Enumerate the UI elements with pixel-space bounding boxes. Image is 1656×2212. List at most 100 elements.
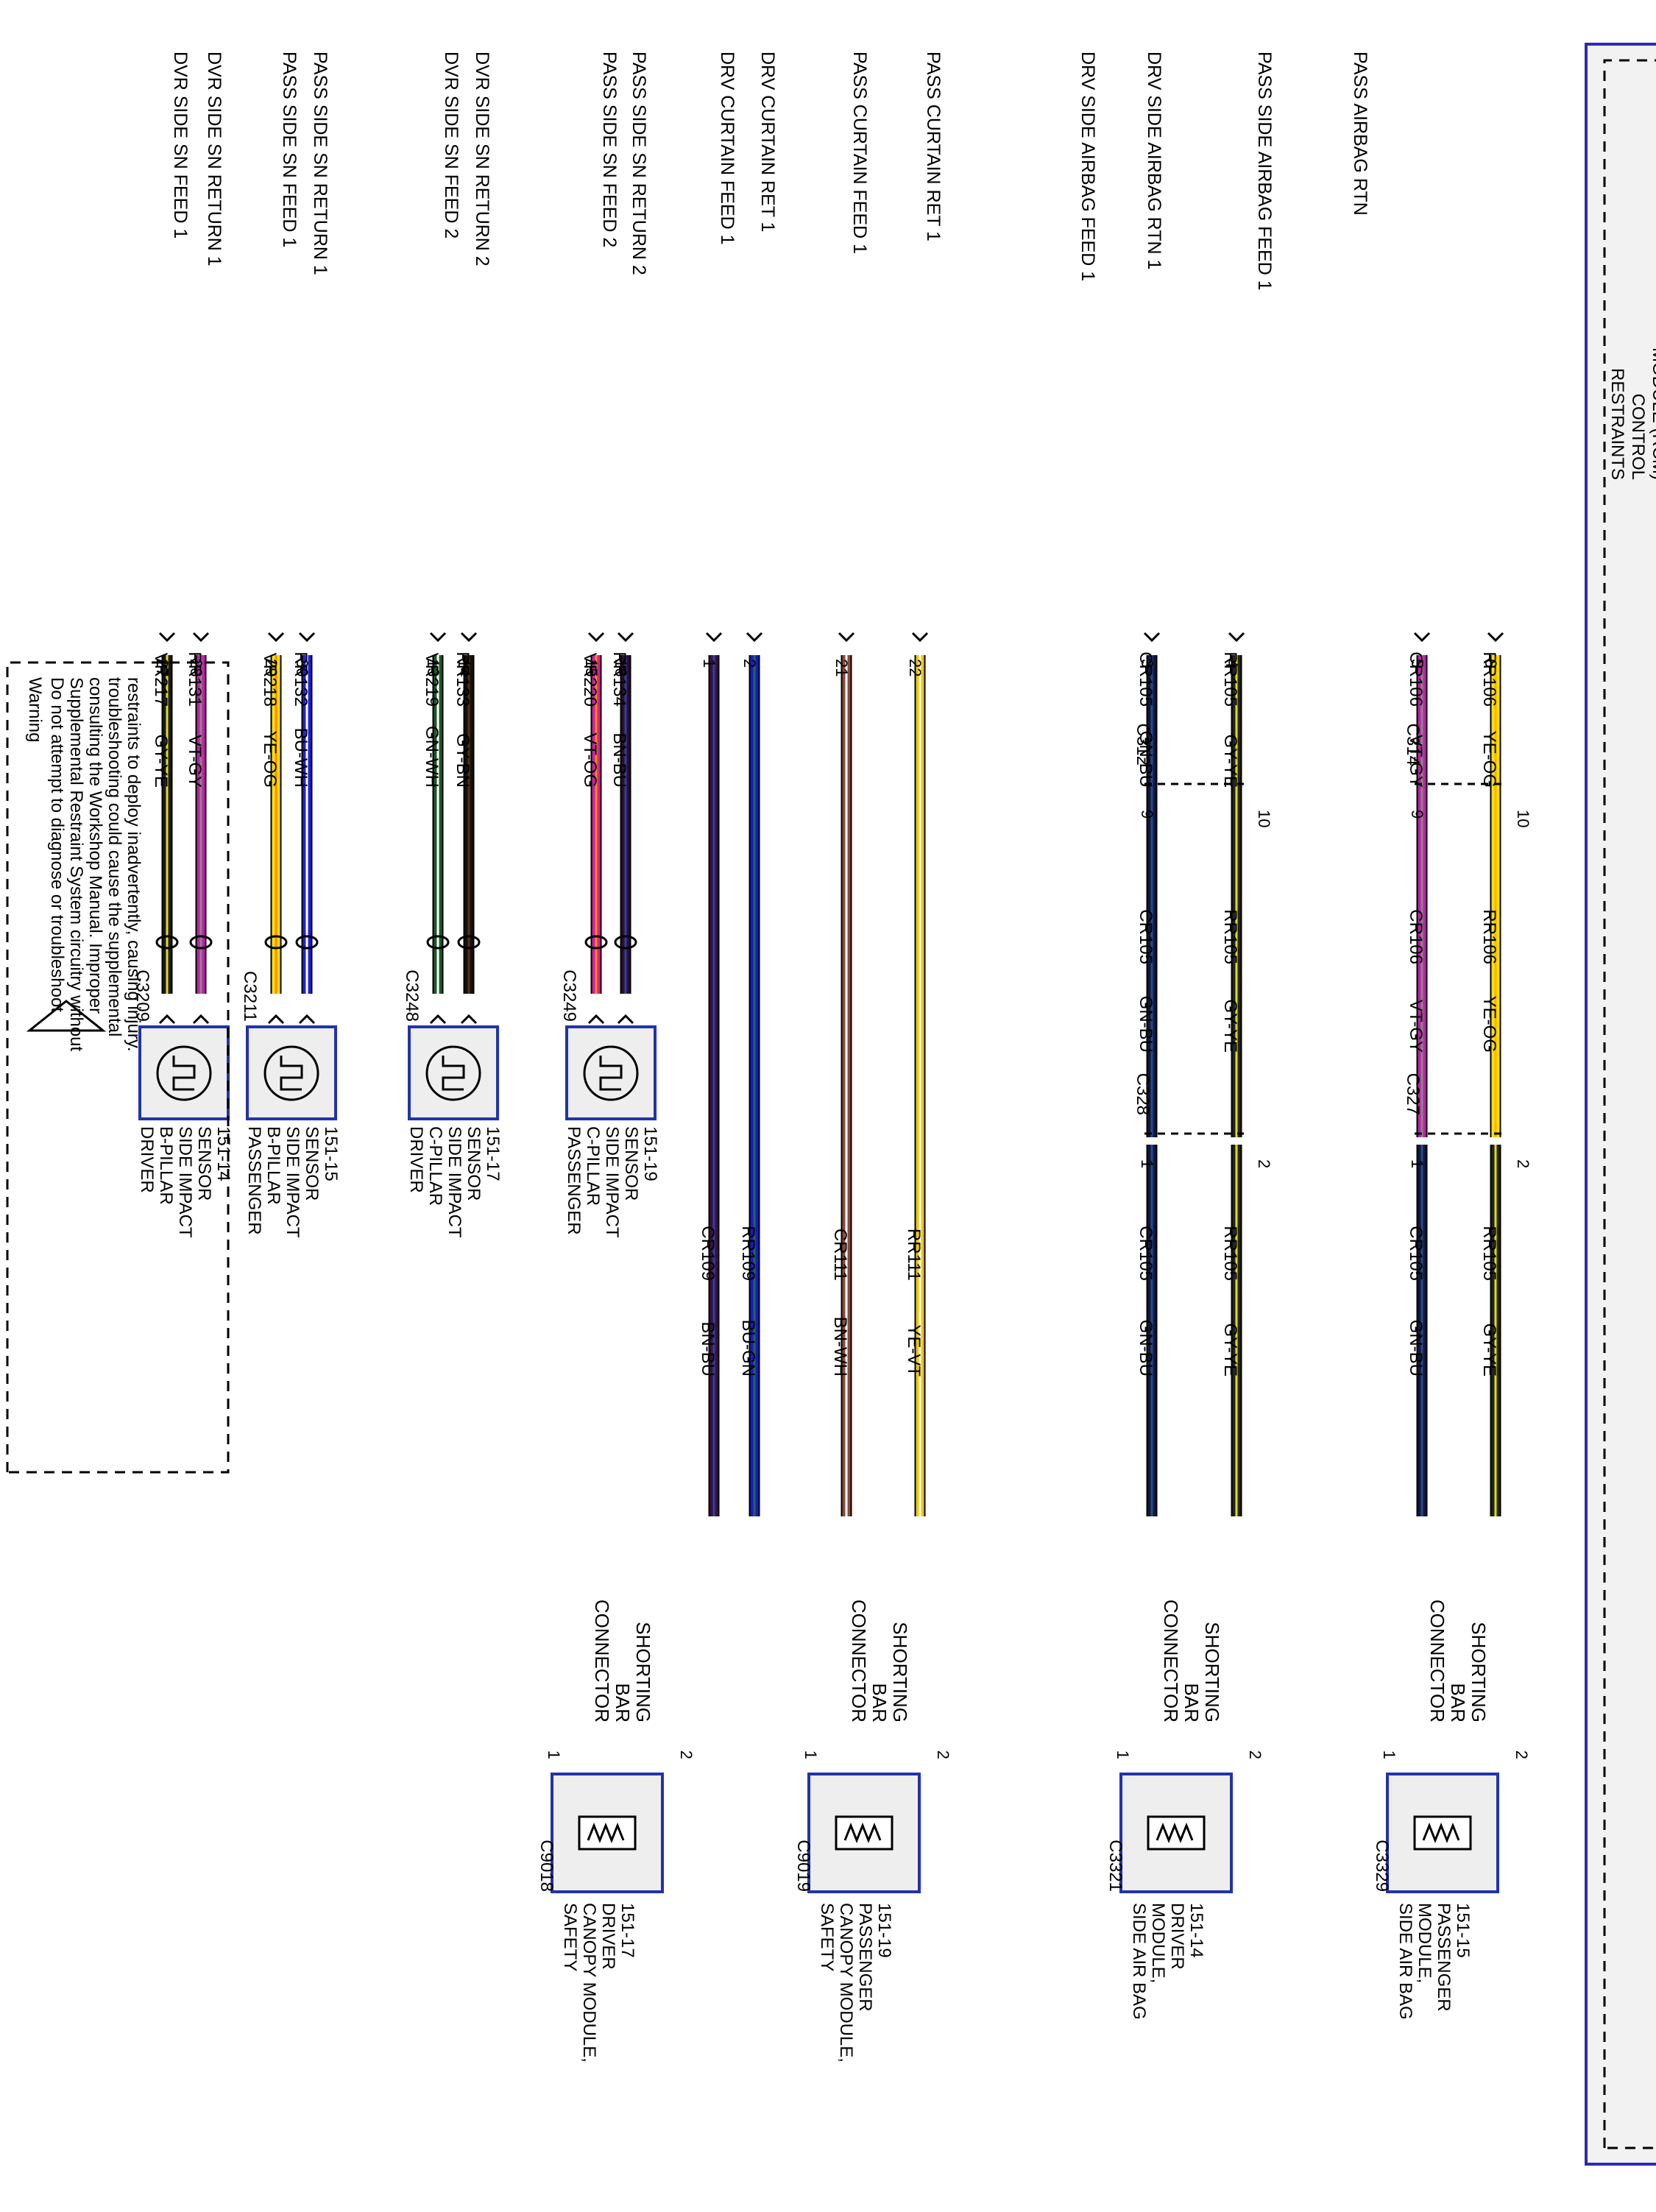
twisted-pair-mark	[155, 935, 179, 950]
module-connector-label: C3321	[1105, 1840, 1125, 1892]
rcm-pin-number: 22	[906, 659, 924, 676]
warning-text-line: troubleshooting could cause the suppleme…	[105, 677, 124, 1036]
circuit-label: CR105	[1136, 909, 1156, 964]
wire-color-code: YE-OG	[260, 731, 280, 788]
sensor-name-line: DRIVER	[137, 1126, 157, 1193]
circuit-label: CR105	[1406, 1226, 1426, 1281]
sensor-name-line: SIDE IMPACT	[283, 1126, 302, 1238]
warning-title: Warning	[25, 677, 45, 742]
twisted-pair-mark	[189, 935, 213, 950]
wire-color-code: YE-OG	[1479, 731, 1499, 788]
sensor-waveform-icon	[599, 1056, 623, 1091]
wire-color-code: GY-YE	[1479, 1324, 1499, 1377]
inline-connector-label: C328	[1133, 1073, 1153, 1115]
pin-arrow	[460, 1014, 478, 1025]
sensor-name-line: 151-15	[321, 1126, 341, 1181]
inline-connector-label: C312	[1133, 724, 1153, 766]
circuit-label: RR106	[1479, 909, 1499, 964]
circuit-label: CR105	[1136, 1226, 1156, 1281]
rcm-pin-number: 21	[832, 659, 851, 676]
rcm-module-box	[1585, 43, 1656, 2166]
pin-arrow	[1143, 632, 1161, 643]
pin-arrow	[158, 632, 176, 643]
rcm-function-label: DRV SIDE AIRBAG RTN 1	[1144, 52, 1164, 269]
rcm-function-label: DRV CURTAIN FEED 1	[717, 52, 737, 245]
module-pin-number: 2	[1512, 1750, 1531, 1759]
circuit-label: RR105	[1220, 909, 1240, 964]
sensor-waveform-icon	[172, 1056, 196, 1091]
module-name-line: SIDE AIR BAG	[1129, 1903, 1149, 2020]
circuit-label: CR106	[1406, 909, 1426, 964]
twisted-pair-mark	[426, 935, 450, 950]
rcm-function-label: DVR SIDE SN FEED 1	[170, 52, 191, 238]
wire-color-code: VT-GY	[1406, 1000, 1426, 1053]
rcm-function-label: DVR SIDE SN RETURN 2	[472, 52, 492, 266]
module-pin-number: 2	[1246, 1750, 1264, 1759]
rcm-pin-number: 4	[1222, 659, 1241, 668]
inline-pin-number: 2	[1514, 1159, 1532, 1168]
circuit-label: CR109	[698, 1226, 718, 1281]
twisted-pair-mark	[584, 935, 608, 950]
squib-resistor-icon	[587, 1822, 625, 1844]
pin-arrow	[429, 632, 447, 643]
module-name-line: 151-17	[618, 1903, 637, 1958]
pin-arrow	[838, 632, 855, 643]
circuit-label: VR220	[580, 653, 600, 707]
sensor-connector-label: C3209	[132, 969, 152, 1022]
twisted-pair-mark	[457, 935, 481, 950]
wire-color-code: GY-YE	[1220, 1000, 1240, 1053]
rcm-pin-number: 13	[424, 659, 442, 676]
twisted-pair-mark	[614, 935, 637, 950]
pin-arrow	[429, 1014, 447, 1025]
circuit-label: RR109	[738, 1226, 758, 1281]
circuit-label: RR132	[291, 651, 311, 707]
module-connector-label: C9019	[793, 1840, 813, 1892]
pin-arrow	[617, 632, 634, 643]
warning-dashed-box	[6, 661, 230, 1474]
rcm-function-label: PASS SIDE SN RETURN 1	[310, 52, 330, 275]
module-name-line: SAFETY	[817, 1903, 837, 1971]
pin-arrow	[158, 1014, 176, 1025]
rcm-pin-number: 1	[700, 659, 718, 668]
rcm-pin-number: 3	[1138, 659, 1156, 668]
sensor-connector-label: C3248	[402, 969, 422, 1022]
sensor-symbol-icon	[263, 1045, 319, 1101]
circuit-label: RR105	[1220, 651, 1240, 707]
sensor-name-line: 151-14	[213, 1126, 233, 1181]
sensor-name-line: PASSENGER	[564, 1126, 584, 1235]
module-connector-label: C9018	[537, 1840, 556, 1892]
module-pin-number: 1	[1114, 1750, 1132, 1759]
wire-color-code: GN-BU	[1406, 1320, 1426, 1377]
rcm-function-label: DVR SIDE SN RETURN 1	[204, 52, 224, 266]
circuit-label: CR106	[1406, 651, 1426, 707]
circuit-label: RR131	[185, 651, 205, 707]
module-name-line: MODULE,	[1148, 1903, 1168, 1983]
sensor-name-line: SENSOR	[302, 1126, 322, 1201]
squib-icon	[835, 1815, 894, 1851]
pin-arrow	[911, 632, 929, 643]
rcm-pin-number: 29	[262, 659, 280, 676]
twisted-pair-mark	[264, 935, 288, 950]
module-pin-number: 1	[545, 1750, 563, 1759]
sensor-name-line: B-PILLAR	[156, 1126, 176, 1205]
module-pin-number: 2	[677, 1750, 696, 1759]
pin-arrow	[587, 1014, 605, 1025]
wire-color-code: GY-YE	[1220, 735, 1240, 788]
module-name-line: 151-19	[874, 1903, 894, 1958]
impact-sensor-box	[246, 1025, 337, 1120]
rcm-pin-number: 15	[582, 659, 601, 676]
twisted-pair-mark	[295, 935, 319, 950]
shorting-bar-label: CONNECTOR	[1426, 1600, 1448, 1722]
module-name-line: CANOPY MODULE,	[579, 1903, 599, 2063]
module-connector-label: C3329	[1372, 1840, 1392, 1892]
circuit-label: RR106	[1479, 651, 1499, 707]
circuit-label: RR134	[609, 651, 629, 707]
sensor-name-line: C-PILLAR	[583, 1126, 603, 1206]
squib-icon	[578, 1815, 637, 1851]
rcm-function-label: PASS AIRBAG RTN	[1350, 52, 1370, 216]
shorting-bar-label: SHORTING	[889, 1622, 911, 1722]
rcm-function-label: DRV CURTAIN RET 1	[757, 52, 778, 232]
sensor-name-line: C-PILLAR	[425, 1126, 445, 1206]
